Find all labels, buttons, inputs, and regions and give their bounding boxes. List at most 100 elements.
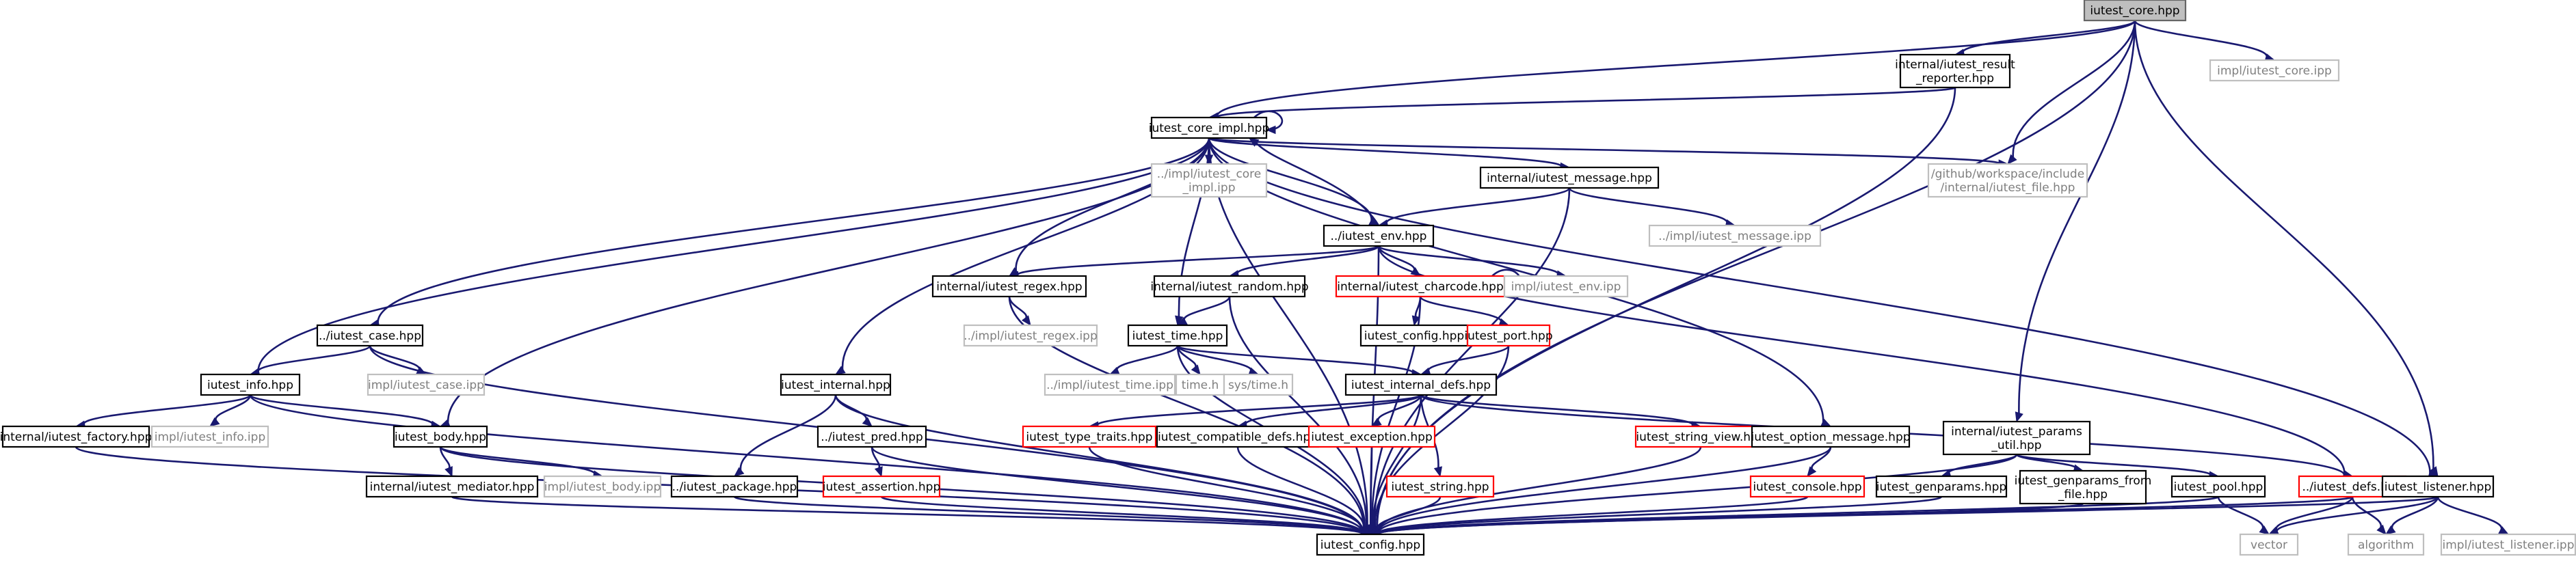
node-label: /github/workspace/include	[1931, 167, 2084, 181]
edge-arrowhead	[1191, 364, 1201, 376]
node-env-ipp[interactable]: impl/iutest_env.ipp	[1503, 275, 1629, 298]
node-systime-h[interactable]: sys/time.h	[1223, 373, 1294, 396]
node-core-impl-ipp[interactable]: ../impl/iutest_core_impl.ipp	[1150, 163, 1268, 198]
node-label: internal/iutest_message.hpp	[1487, 172, 1652, 185]
node-package[interactable]: ../iutest_package.hpp	[670, 475, 799, 498]
node-listener-ipp[interactable]: impl/iutest_listener.ipp	[2440, 533, 2576, 556]
node-params-util[interactable]: internal/iutest_params_util.hpp	[1942, 420, 2091, 456]
node-genparams-from-file[interactable]: iutest_genparams_from_file.hpp	[2015, 469, 2152, 505]
node-type-traits[interactable]: iutest_type_traits.hpp	[1022, 425, 1157, 448]
node-box	[1, 425, 150, 448]
node-message[interactable]: internal/iutest_message.hpp	[1479, 166, 1660, 189]
node-time-ipp[interactable]: ../impl/iutest_time.ipp	[1044, 373, 1176, 396]
edge-line	[249, 394, 434, 426]
node-label: iutest_compatible_defs.hpp	[1158, 430, 1318, 444]
edge-line	[1420, 394, 1694, 426]
node-core[interactable]: iutest_core.hpp	[2083, 0, 2187, 22]
node-case[interactable]: ../iutest_case.hpp	[316, 324, 424, 347]
node-core-ipp[interactable]: impl/iutest_core.ipp	[2209, 59, 2340, 82]
node-label: ../impl/iutest_message.ipp	[1658, 230, 1811, 243]
edge-random-to-time	[1176, 296, 1231, 326]
node-info[interactable]: iutest_info.hpp	[200, 373, 301, 396]
node-label: ../iutest_pred.hpp	[821, 430, 923, 444]
node-config-bottom[interactable]: iutest_config.hpp	[1316, 533, 1425, 556]
node-config-hpp[interactable]: iutest_config.hpp	[1359, 324, 1469, 347]
node-box	[1749, 475, 1865, 498]
edge-line	[1373, 187, 1571, 527]
node-result-reporter[interactable]: internal/iutest_result_reporter.hpp	[1895, 53, 2015, 89]
node-assertion[interactable]: iutest_assertion.hpp	[823, 475, 941, 498]
node-core-impl[interactable]: iutest_core_impl.hpp	[1149, 116, 1270, 139]
node-pool[interactable]: iutest_pool.hpp	[2170, 475, 2266, 498]
edge-arrowhead	[1265, 125, 1276, 135]
node-algorithm[interactable]: algorithm	[2347, 533, 2425, 556]
node-box	[2019, 469, 2147, 505]
edge-line	[1369, 446, 1373, 527]
edge-env-to-regex	[1008, 245, 1380, 280]
node-env[interactable]: ../iutest_env.hpp	[1323, 224, 1435, 247]
node-internal[interactable]: iutest_internal.hpp	[780, 373, 892, 396]
node-body-ipp[interactable]: impl/iutest_body.ipp	[543, 475, 662, 498]
node-factory[interactable]: internal/iutest_factory.hpp	[0, 425, 152, 448]
node-label: iutest_genparams.hpp	[1876, 480, 2006, 494]
edge-body-to-mediator	[439, 446, 453, 478]
node-port[interactable]: iutest_port.hpp	[1464, 324, 1553, 347]
node-body[interactable]: iutest_body.hpp	[393, 425, 488, 448]
edge-arrowhead	[1248, 137, 1260, 147]
node-box	[1344, 373, 1498, 396]
node-console[interactable]: iutest_console.hpp	[1749, 475, 1865, 498]
edge-line	[1377, 394, 1422, 423]
node-listener[interactable]: iutest_listener.hpp	[2381, 475, 2495, 498]
node-charcode[interactable]: internal/iutest_charcode.hpp	[1335, 275, 1506, 298]
node-box	[543, 475, 662, 498]
node-internal-defs[interactable]: iutest_internal_defs.hpp	[1344, 373, 1498, 396]
node-genparams[interactable]: iutest_genparams.hpp	[1875, 475, 2008, 498]
node-string-view[interactable]: iutest_string_view.hpp	[1634, 425, 1767, 448]
edge-arrowhead	[2498, 526, 2510, 535]
node-time-h[interactable]: time.h	[1175, 373, 1225, 396]
node-label: iutest_string.hpp	[1391, 480, 1489, 494]
node-box	[2381, 475, 2495, 498]
node-box	[2347, 533, 2425, 556]
edge-arrowhead	[2015, 411, 2023, 423]
node-regex-ipp[interactable]: ../impl/iutest_regex.ipp	[963, 324, 1098, 347]
node-info-ipp[interactable]: impl/iutest_info.ipp	[150, 425, 269, 448]
node-random[interactable]: internal/iutest_random.hpp	[1150, 275, 1309, 298]
node-exception[interactable]: iutest_exception.hpp	[1307, 425, 1436, 448]
edge-line	[1376, 87, 1956, 530]
edge-arrowhead	[2259, 525, 2270, 535]
node-case-ipp[interactable]: impl/iutest_case.ipp	[367, 373, 486, 396]
node-label: algorithm	[2358, 538, 2414, 552]
edge-line	[1096, 394, 1422, 427]
node-label: ../impl/iutest_regex.ipp	[964, 329, 1098, 343]
edge-line	[2391, 496, 2439, 530]
node-box	[816, 425, 927, 448]
edge-line	[1427, 345, 1510, 373]
node-option-message[interactable]: iutest_option_message.hpp	[1751, 425, 1911, 448]
edge-line	[1377, 245, 1559, 276]
node-regex[interactable]: internal/iutest_regex.hpp	[931, 275, 1087, 298]
node-label: impl/iutest_info.ipp	[155, 430, 265, 444]
node-box	[1479, 166, 1660, 189]
edge-line	[1253, 110, 1284, 131]
node-pred[interactable]: ../iutest_pred.hpp	[816, 425, 927, 448]
node-message-ipp[interactable]: ../impl/iutest_message.ipp	[1648, 224, 1822, 247]
node-compatible-defs[interactable]: iutest_compatible_defs.hpp	[1156, 425, 1320, 448]
edge-arrowhead	[834, 366, 846, 375]
node-label: vector	[2250, 538, 2287, 552]
node-file[interactable]: /github/workspace/include/internal/iutes…	[1927, 163, 2088, 198]
node-box	[2170, 475, 2266, 498]
node-box	[780, 373, 892, 396]
node-box	[1150, 163, 1268, 198]
edge-line	[1016, 245, 1380, 277]
node-box	[1385, 475, 1495, 498]
node-time[interactable]: iutest_time.hpp	[1127, 324, 1228, 347]
node-label: internal/iutest_factory.hpp	[0, 430, 152, 444]
edge-exception-to-config-bottom	[1366, 446, 1375, 536]
node-label: _reporter.hpp	[1915, 72, 1994, 85]
node-label: impl/iutest_body.ipp	[544, 480, 661, 494]
node-vector[interactable]: vector	[2239, 533, 2299, 556]
node-mediator[interactable]: internal/iutest_mediator.hpp	[365, 475, 539, 498]
node-string[interactable]: iutest_string.hpp	[1385, 475, 1495, 498]
edge-line	[2217, 496, 2264, 530]
